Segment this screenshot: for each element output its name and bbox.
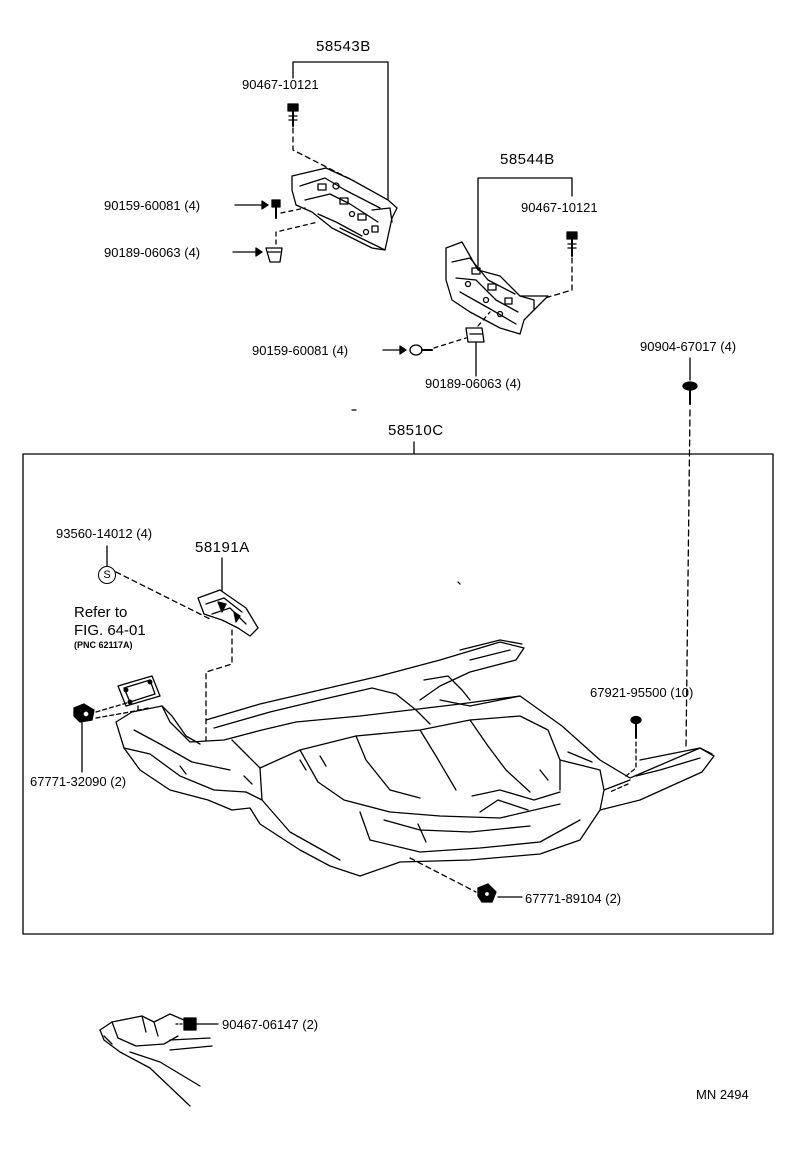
label-93560-14012: 93560-14012 (4) bbox=[56, 526, 153, 541]
screw-icon bbox=[271, 199, 281, 219]
push-clip-icon bbox=[630, 715, 642, 739]
label-90467-10121-left: 90467-10121 bbox=[242, 77, 319, 92]
push-clip-icon bbox=[175, 1017, 197, 1031]
bolt-icon bbox=[566, 231, 578, 257]
stray-mark bbox=[457, 581, 461, 585]
push-clip-icon bbox=[477, 883, 497, 903]
label-90189-06063-left: 90189-06063 (4) bbox=[104, 245, 201, 260]
label-90159-60081-right: 90159-60081 (4) bbox=[252, 343, 349, 358]
label-67771-89104: 67771-89104 (2) bbox=[525, 891, 622, 906]
clip-67921 bbox=[609, 715, 642, 793]
clip-67771-bottom bbox=[409, 857, 523, 903]
plug-62117a bbox=[117, 675, 161, 723]
floor-carpet-58510c bbox=[115, 639, 715, 877]
clip-67771-left bbox=[73, 701, 149, 773]
label-67771-32090: 67771-32090 (2) bbox=[30, 774, 127, 789]
diagram-code: MN 2494 bbox=[696, 1087, 749, 1102]
nut-icon bbox=[265, 247, 283, 263]
label-58510c: 58510C bbox=[388, 422, 444, 439]
fig-reference-link[interactable]: FIG. 64-01 bbox=[74, 622, 146, 639]
bracket-58191a bbox=[106, 545, 259, 747]
push-clip-icon bbox=[682, 381, 698, 405]
label-90467-06147: 90467-06147 (2) bbox=[222, 1017, 319, 1032]
bolt-icon bbox=[287, 103, 299, 127]
detail-90467-06147 bbox=[99, 1013, 219, 1107]
label-67921-95500: 67921-95500 (10) bbox=[590, 685, 694, 700]
bracket-58544b bbox=[382, 177, 578, 377]
label-58191a: 58191A bbox=[195, 539, 250, 556]
label-90159-60081-left: 90159-60081 (4) bbox=[104, 198, 201, 213]
label-58543b: 58543B bbox=[316, 38, 371, 55]
label-58544b: 58544B bbox=[500, 151, 555, 168]
label-90189-06063-right: 90189-06063 (4) bbox=[425, 376, 522, 391]
clip-90904 bbox=[682, 357, 698, 749]
push-clip-icon bbox=[73, 703, 95, 723]
screw-icon bbox=[409, 344, 433, 356]
bracket-58543b bbox=[232, 61, 398, 263]
s-symbol-icon: S bbox=[98, 566, 116, 584]
assembly-frame bbox=[22, 453, 774, 935]
nut-icon bbox=[465, 327, 485, 343]
label-90467-10121-right: 90467-10121 bbox=[521, 200, 598, 215]
label-90904-67017: 90904-67017 (4) bbox=[640, 339, 737, 354]
refer-to-text: Refer to bbox=[74, 604, 128, 621]
pnc-reference: (PNC 62117A) bbox=[74, 640, 133, 650]
